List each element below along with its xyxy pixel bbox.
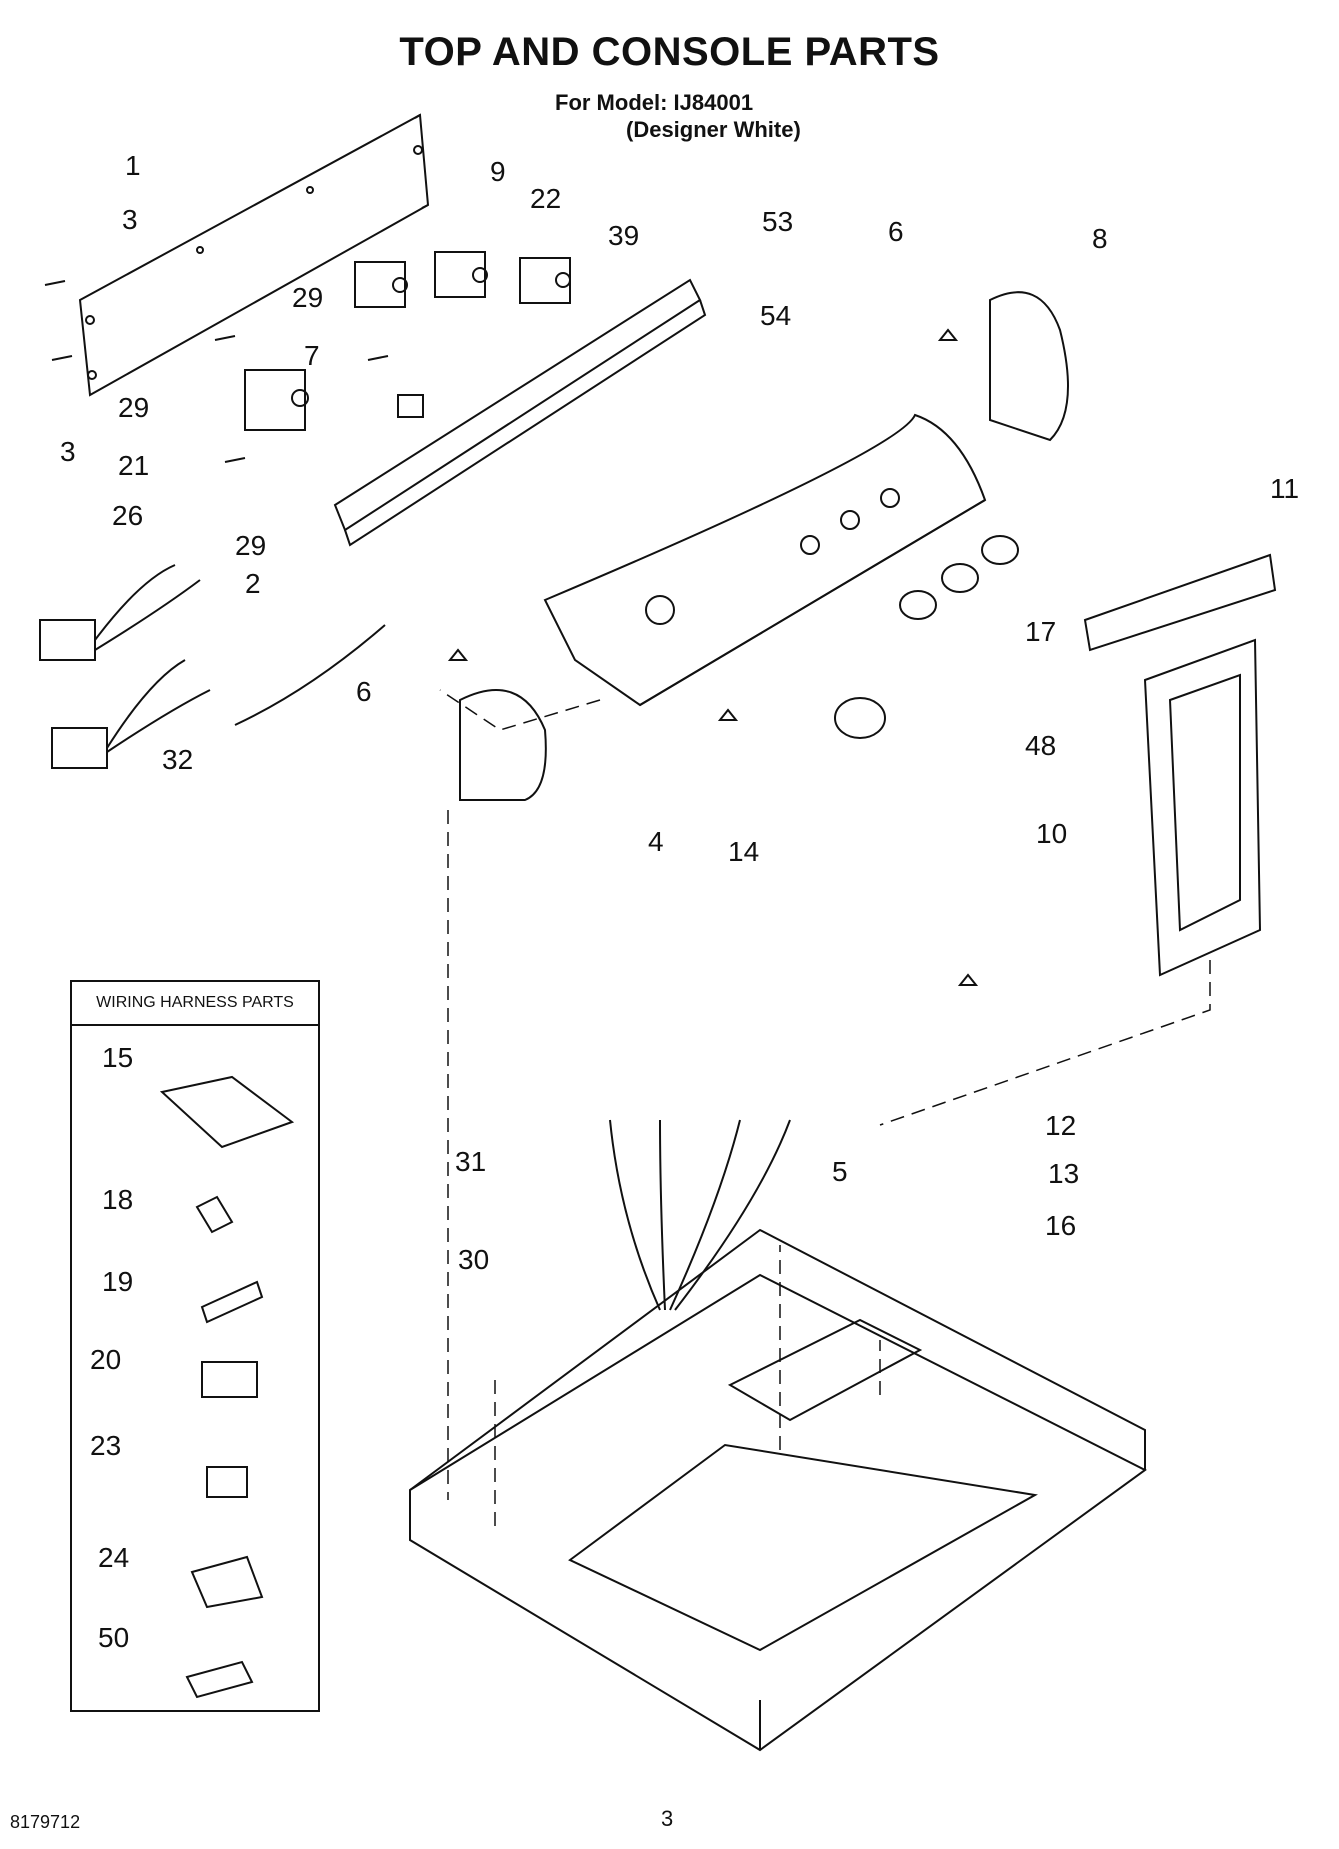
callout-29: 29 (118, 392, 150, 423)
callout-50: 50 (98, 1622, 130, 1653)
callout-32: 32 (162, 744, 194, 775)
callout-16: 16 (1045, 1210, 1077, 1241)
console-panel-part (543, 413, 987, 707)
callout-3: 3 (60, 436, 76, 467)
callout-7: 7 (304, 340, 320, 371)
wiring-harness-parts-box: WIRING HARNESS PARTS (70, 980, 320, 1712)
page-number: 3 (661, 1806, 674, 1831)
model-line: For Model: IJ84001 (555, 90, 754, 115)
callout-19: 19 (102, 1266, 134, 1297)
harness-part-18 (195, 1195, 234, 1234)
callout-26: 26 (112, 500, 144, 531)
callout-10: 10 (1036, 818, 1068, 849)
callout-15: 15 (102, 1042, 134, 1073)
callout-5: 5 (832, 1156, 848, 1187)
callout-6: 6 (888, 216, 904, 247)
callout-6: 6 (356, 676, 372, 707)
harness-part-20 (201, 1361, 258, 1398)
callout-8: 8 (1092, 223, 1108, 254)
document-number: 8179712 (10, 1812, 81, 1832)
callout-30: 30 (458, 1244, 490, 1275)
callout-11: 11 (1270, 473, 1300, 504)
callout-39: 39 (608, 220, 640, 251)
callout-1: 1 (125, 150, 141, 181)
wiring-harness-heading: WIRING HARNESS PARTS (72, 982, 318, 1026)
harness-part-19 (200, 1280, 264, 1324)
callout-54: 54 (760, 300, 792, 331)
callout-21: 21 (118, 450, 150, 481)
callout-53: 53 (762, 206, 794, 237)
callout-18: 18 (102, 1184, 134, 1215)
right-end-cap-part (989, 291, 1069, 442)
callout-4: 4 (648, 826, 664, 857)
harness-part-50 (185, 1660, 254, 1699)
harness-parts-art (159, 1075, 295, 1699)
callout-29: 29 (235, 530, 267, 561)
callout-24: 24 (98, 1542, 130, 1573)
page-title: TOP AND CONSOLE PARTS (399, 30, 940, 74)
lint-screen-housing-part (1143, 638, 1262, 977)
variant-line: (Designer White) (626, 117, 801, 142)
callout-31: 31 (455, 1146, 487, 1177)
callout-20: 20 (90, 1344, 122, 1375)
harness-part-24 (190, 1555, 264, 1609)
harness-part-15 (159, 1075, 295, 1149)
control-bracket-part (333, 278, 702, 532)
callout-23: 23 (90, 1430, 122, 1461)
callout-48: 48 (1025, 730, 1057, 761)
top-panel-part (409, 1273, 1147, 1752)
lint-filter-cover-part (1083, 553, 1277, 652)
callout-2: 2 (245, 568, 261, 599)
harness-part-23 (206, 1466, 248, 1498)
callout-9: 9 (490, 156, 506, 187)
callout-13: 13 (1048, 1158, 1080, 1189)
callout-12: 12 (1045, 1110, 1077, 1141)
callout-29: 29 (292, 282, 324, 313)
callout-17: 17 (1025, 616, 1057, 647)
left-end-cap-part (459, 689, 547, 801)
callout-14: 14 (728, 836, 760, 867)
callout-22: 22 (530, 183, 562, 214)
callout-3: 3 (122, 204, 138, 235)
